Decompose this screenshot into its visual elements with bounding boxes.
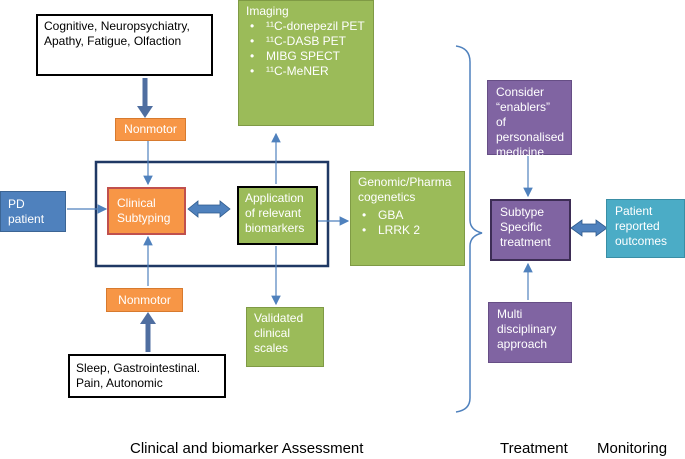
genomic-item: LRRK 2 [358, 223, 457, 238]
validated-scales-box: Validated clinical scales [246, 307, 324, 367]
genomic-box: Genomic/Pharmacogenetics GBA LRRK 2 [350, 171, 465, 266]
subtype-treatment-box: Subtype Specific treatment [490, 199, 571, 261]
nonmotor-bottom-input-text: Sleep, Gastrointestinal. Pain, Autonomic [76, 361, 201, 390]
clinical-subtyping-box: Clinical Subtyping [107, 187, 186, 235]
genomic-title: Genomic/Pharmacogenetics [358, 175, 452, 204]
caption-treatment: Treatment [500, 440, 568, 457]
caption-assessment: Clinical and biomarker Assessment [130, 440, 364, 457]
caption-monitoring: Monitoring [597, 440, 668, 457]
nonmotor-bottom-input-box: Sleep, Gastrointestinal. Pain, Autonomic [68, 354, 226, 398]
multidisciplinary-box: Multi disciplinary approach [488, 302, 572, 363]
nonmotor-top-label: Nonmotor [124, 122, 177, 136]
nonmotor-top-input-text: Cognitive, Neuropsychiatry, Apathy, Fati… [44, 19, 190, 48]
enablers-box: Consider “enablers” of personalised medi… [487, 80, 572, 159]
imaging-title: Imaging [246, 4, 289, 18]
genomic-list: GBA LRRK 2 [358, 208, 457, 238]
imaging-item: ¹¹C-donepezil PET [246, 19, 366, 34]
assessment-frame [94, 160, 330, 268]
double-arrow-subtyping-biomarkers [187, 200, 231, 218]
patient-outcomes-box: Patient reported outcomes [606, 199, 685, 258]
multidisciplinary-label: Multi disciplinary approach [497, 307, 557, 351]
application-biomarkers-label: Application of relevant biomarkers [245, 191, 305, 235]
patient-outcomes-label: Patient reported outcomes [615, 204, 668, 248]
nonmotor-bottom-label: Nonmotor [118, 292, 171, 307]
double-arrow-treatment-outcomes [570, 219, 608, 237]
application-biomarkers-box: Application of relevant biomarkers [237, 186, 318, 245]
imaging-item: ¹¹C-MeNER [246, 64, 366, 79]
imaging-item: MIBG SPECT [246, 49, 366, 64]
subtype-treatment-label: Subtype Specific treatment [500, 205, 551, 249]
validated-scales-label: Validated clinical scales [254, 311, 304, 355]
nonmotor-bottom-box: Nonmotor [106, 288, 183, 312]
imaging-list: ¹¹C-donepezil PET ¹¹C-DASB PET MIBG SPEC… [246, 19, 366, 79]
clinical-subtyping-label: Clinical Subtyping [117, 196, 171, 225]
enablers-label: Consider “enablers” of personalised medi… [496, 85, 565, 159]
nonmotor-top-input-box: Cognitive, Neuropsychiatry, Apathy, Fati… [36, 14, 213, 76]
curly-brace [455, 45, 483, 413]
pd-patient-label: PD patient [8, 197, 45, 226]
pd-patient-box: PD patient [0, 191, 66, 232]
genomic-item: GBA [358, 208, 457, 223]
imaging-box: Imaging ¹¹C-donepezil PET ¹¹C-DASB PET M… [238, 0, 374, 126]
imaging-item: ¹¹C-DASB PET [246, 34, 366, 49]
nonmotor-top-box: Nonmotor [115, 118, 186, 141]
